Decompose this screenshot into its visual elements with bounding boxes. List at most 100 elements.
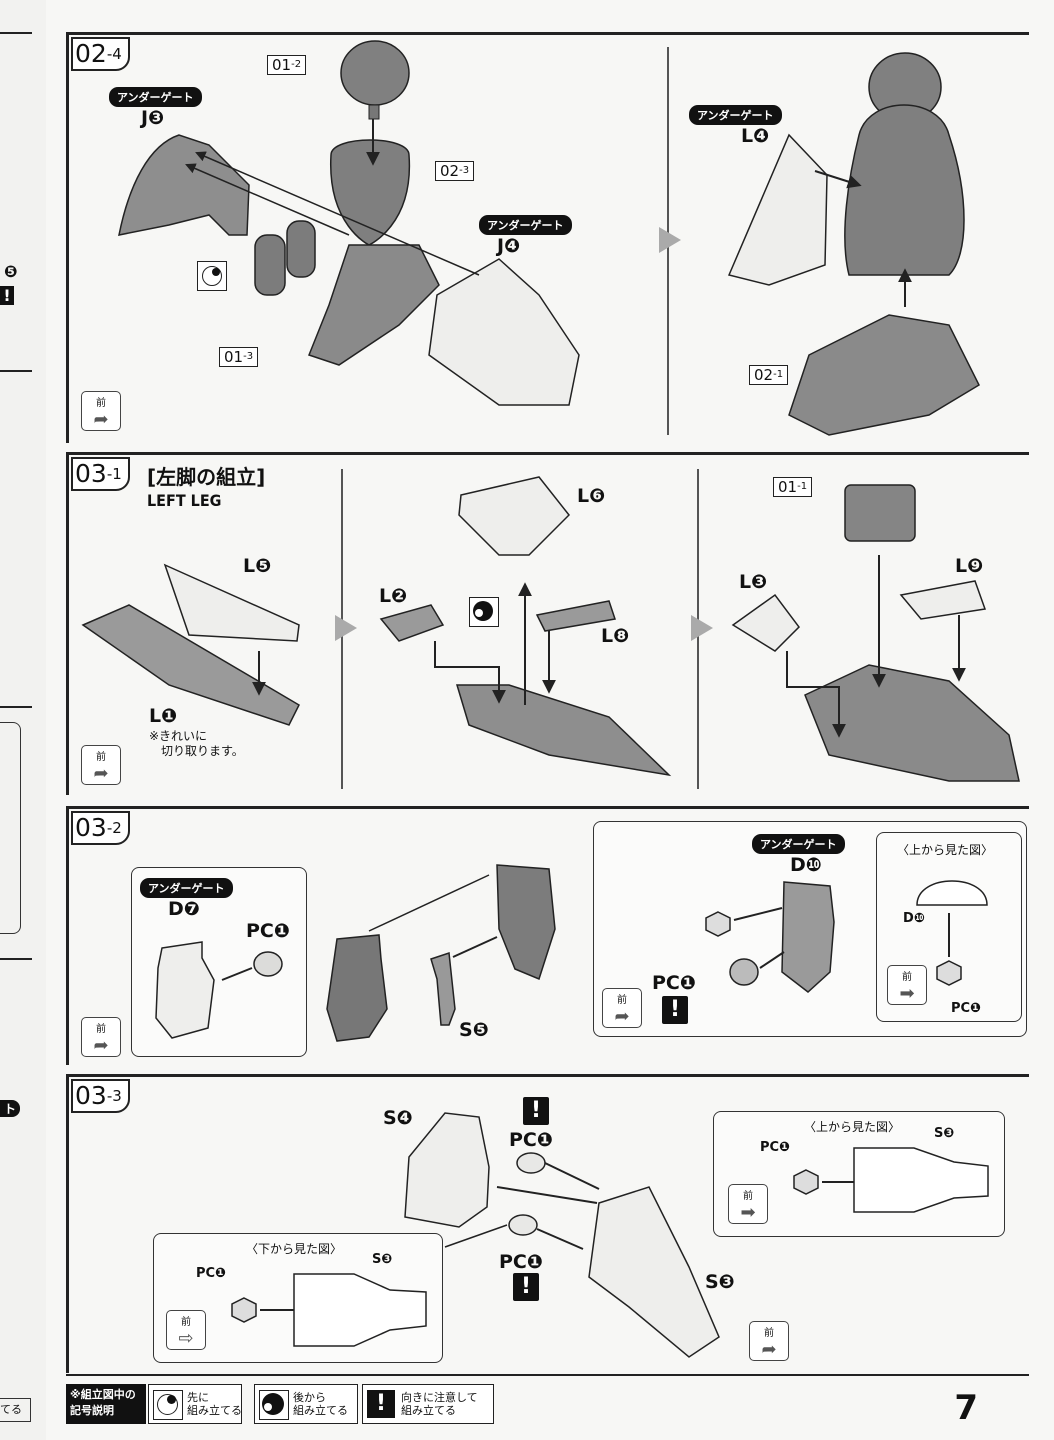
part-PC1-mid-label: PC❶ [499, 1251, 543, 1273]
bleed-rule [0, 32, 32, 34]
page-number: 7 [954, 1388, 978, 1428]
legend-text: 後から 組み立てる [293, 1391, 348, 1417]
top-view-inset: 〈上から見た図〉 D❿ PC❶ 前➡ [876, 832, 1022, 1022]
top-view-title: 〈上から見た図〉 [897, 843, 994, 857]
next-arrow [691, 615, 713, 641]
part-S4-label: S❹ [383, 1107, 413, 1129]
legend-assemble-later: 後から 組み立てる [254, 1384, 358, 1424]
part-D7-label: D❼ [168, 898, 200, 920]
part-L2-label: L❷ [379, 585, 408, 607]
bleed-rule [0, 370, 32, 372]
legend-heading: ※組立図中の 記号説明 [66, 1384, 146, 1424]
left-page-bleed: ❺ ! ト てる [0, 0, 46, 1440]
page-rule [66, 1374, 1029, 1376]
part-L9 [899, 580, 987, 620]
under-gate-label: アンダーゲート [479, 215, 572, 235]
part-S3 [588, 1186, 720, 1358]
bottom-view-S3: S❸ [372, 1252, 393, 1267]
top-view-D10: D❿ [903, 911, 925, 926]
part-J4 [428, 258, 580, 406]
caution-icon: ! [523, 1097, 549, 1125]
bottom-view-PC1: PC❶ [196, 1266, 227, 1281]
top-view-PC1: PC❶ [760, 1140, 791, 1155]
part-L1-assembled [455, 684, 672, 777]
bleed-warn: ! [0, 286, 14, 305]
part-S5 [430, 951, 456, 1026]
bleed-gate: ト [0, 1100, 21, 1117]
caution-icon: ! [367, 1390, 395, 1418]
caution-icon: ! [513, 1273, 539, 1301]
top-view-illustration [916, 880, 988, 986]
bleed-rule [0, 706, 32, 708]
part-L6-label: L❻ [577, 485, 606, 507]
part-01-2 [340, 40, 410, 106]
part-PC1-label: PC❶ [652, 972, 696, 994]
top-view-illustration [793, 1147, 989, 1213]
step-title-en: LEFT LEG [147, 491, 222, 510]
under-gate-label: アンダーゲート [140, 878, 233, 898]
part-J4-label: J❹ [497, 235, 521, 257]
part-S4 [404, 1112, 490, 1228]
ref-02-3: 02-3 [435, 161, 475, 181]
part-PC1-mid [508, 1214, 538, 1236]
next-arrow [659, 227, 681, 253]
caution-icon: ! [662, 996, 688, 1024]
step-02-4: 02-4 アンダーゲート J❸ アンダーゲート J❹ アンダーゲート L❹ 01… [66, 32, 1029, 443]
under-gate-label: アンダーゲート [109, 87, 202, 107]
part-D7-assembled [326, 934, 388, 1042]
cut-note: ※きれいに 切り取ります。 [149, 729, 244, 758]
assemble-later-icon [259, 1390, 289, 1420]
top-view-title: 〈上から見た図〉 [804, 1120, 901, 1134]
inset-illustration [705, 881, 835, 993]
part-D10-label: D❿ [790, 854, 822, 876]
inset-illustration [155, 941, 283, 1039]
part-L3 [731, 593, 800, 652]
parts-illustration [118, 40, 980, 436]
part-L2 [379, 604, 445, 642]
ref-01-2: 01-2 [267, 55, 307, 75]
front-indicator: 前➦ [81, 1017, 121, 1057]
legend-assemble-first: 先に 組み立てる [148, 1384, 242, 1424]
under-gate-label: アンダーゲート [689, 105, 782, 125]
step-03-2: 03-2 アンダーゲート D❼ PC❶ S❺ アンダーゲート D❿ PC❶ ! … [66, 806, 1029, 1065]
part-L8-label: L❽ [601, 625, 630, 647]
part-PC1-label: PC❶ [246, 920, 290, 942]
legend-orientation: ! 向きに注意して 組み立てる [362, 1384, 494, 1424]
front-indicator: 前➡ [728, 1184, 768, 1224]
part-S5-label: S❺ [459, 1019, 489, 1041]
next-arrow [335, 615, 357, 641]
part-L1 [81, 604, 300, 726]
ref-02-1: 02-1 [749, 365, 789, 385]
step-number: 02-4 [71, 37, 130, 71]
part-L3-label: L❸ [739, 571, 768, 593]
bleed-legend: てる [0, 1398, 31, 1422]
front-indicator: 前➦ [749, 1321, 789, 1361]
step-title-jp: [左脚の組立] [147, 465, 266, 489]
part-L6 [458, 476, 571, 556]
step-number: 03-2 [71, 811, 130, 845]
step-03-3: 03-3 S❹ ! PC❶ PC❶ ! S❸ 〈上から見た図〉 PC❶ S❸ 前… [66, 1074, 1029, 1373]
part-L5 [163, 563, 300, 642]
assemble-first-symbol [197, 261, 227, 291]
bottom-view-inset: 〈下から見た図〉 PC❶ S❸ 前⇨ [153, 1233, 443, 1363]
part-02-1 [788, 314, 980, 436]
assembled-upper [844, 104, 965, 276]
step-03-1: 03-1 [左脚の組立] LEFT LEG L❺ L❶ ※きれいに 切り取ります… [66, 452, 1029, 795]
part-J3-label: J❸ [141, 107, 165, 129]
front-indicator: 前⇨ [166, 1310, 206, 1350]
step-number: 03-3 [71, 1079, 130, 1113]
part-assembled-leg [804, 664, 1020, 782]
bleed-number: ❺ [4, 262, 18, 281]
part-L5-label: L❺ [243, 555, 272, 577]
part-02-3 [330, 139, 410, 246]
front-indicator: 前➡ [887, 965, 927, 1005]
part-L9-label: L❾ [955, 555, 984, 577]
legend-text: 先に 組み立てる [187, 1391, 242, 1417]
top-view-S3: S❸ [934, 1126, 955, 1141]
part-L1-label: L❶ [149, 705, 178, 727]
part-L8 [535, 600, 616, 632]
front-indicator: 前➦ [81, 391, 121, 431]
inset-D7: アンダーゲート D❼ PC❶ [131, 867, 307, 1057]
top-view-PC1: PC❶ [951, 1001, 982, 1016]
